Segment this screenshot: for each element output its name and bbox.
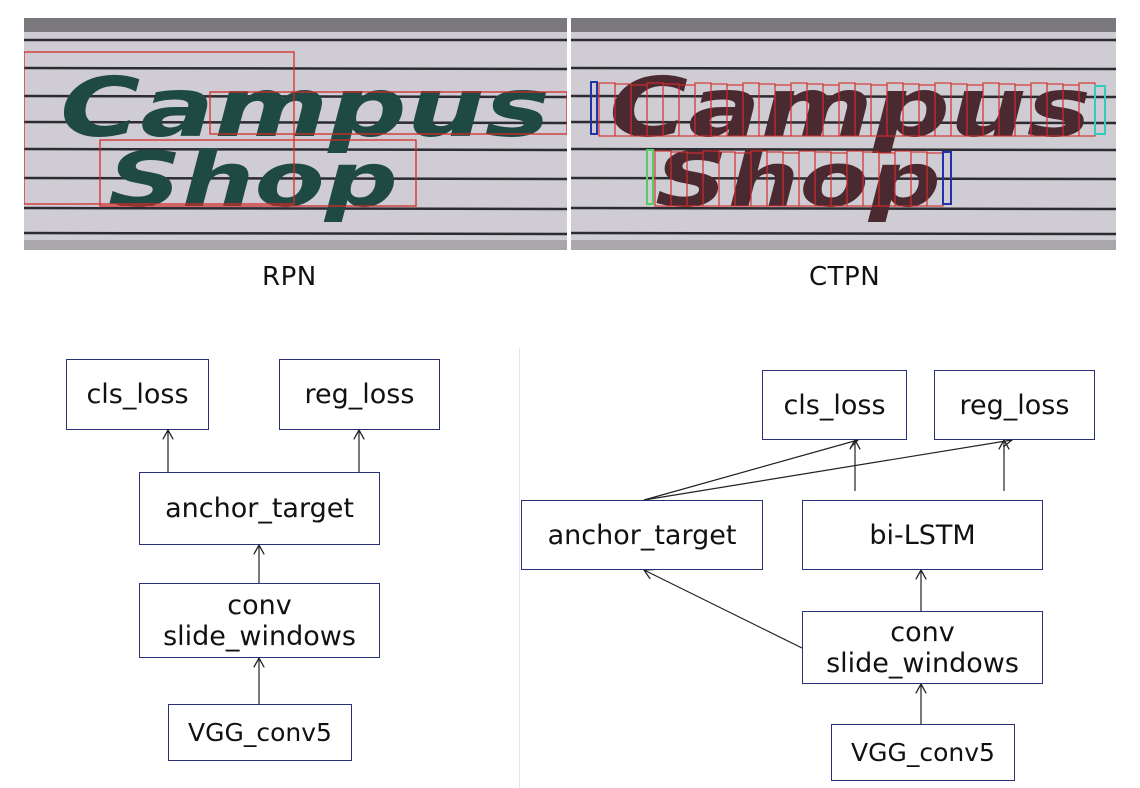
rpn-conv-slide-windows-box: conv slide_windows: [139, 583, 380, 658]
arrow-anchor-to-reg: [643, 440, 1012, 501]
arrow-anchor-to-cls: [643, 440, 858, 501]
rpn-proposal-box: [99, 139, 417, 207]
ctpn-vgg-conv5-box: VGG_conv5: [831, 724, 1015, 781]
ctpn-side-refinement-box: [590, 81, 598, 135]
rpn-cls-loss-box: cls_loss: [66, 359, 209, 430]
ctpn-conv-slide-windows-box: conv slide_windows: [802, 611, 1043, 684]
panel-divider: [519, 348, 520, 788]
caption-rpn: RPN: [262, 262, 317, 292]
arrow-conv-to-anchor: [644, 570, 803, 649]
ctpn-side-refinement-box: [942, 151, 952, 205]
ctpn-anchor-target-box: anchor_target: [521, 500, 763, 570]
ctpn-side-refinement-box: [1094, 85, 1106, 135]
ctpn-side-refinement-box: [646, 149, 654, 205]
ctpn-reg-loss-box: reg_loss: [934, 370, 1095, 440]
ctpn-detection-image: Campus Shop: [571, 18, 1116, 250]
sign-text-shop: Shop: [108, 135, 398, 224]
rpn-detection-image: Campus Shop: [24, 18, 567, 250]
rpn-vgg-conv5-box: VGG_conv5: [168, 704, 352, 761]
rpn-proposal-box: [209, 91, 567, 135]
ctpn-cls-loss-box: cls_loss: [762, 370, 907, 440]
rpn-reg-loss-box: reg_loss: [279, 359, 440, 430]
sign-text-campus: Campus: [609, 61, 1091, 156]
caption-ctpn: CTPN: [809, 262, 881, 292]
rpn-anchor-target-box: anchor_target: [139, 472, 380, 545]
ctpn-bi-lstm-box: bi-LSTM: [802, 500, 1043, 570]
rpn-proposal-box: [24, 51, 295, 205]
